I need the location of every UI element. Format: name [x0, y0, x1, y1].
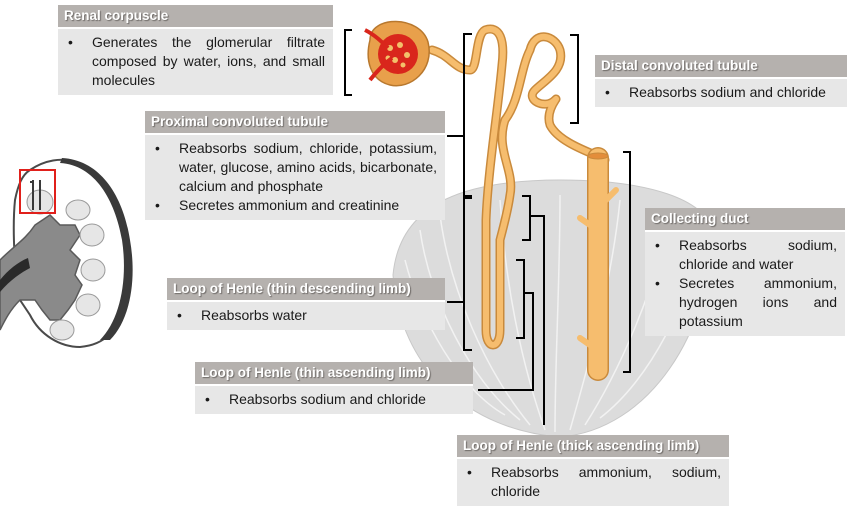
bracket-thin-descending	[447, 195, 472, 351]
renal-corpuscle-illustration	[364, 20, 430, 87]
bracket-thick-ascending	[522, 195, 545, 425]
label-title: Proximal convoluted tubule	[145, 111, 445, 135]
label-bullet: Secretes ammonium and creatinine	[153, 196, 437, 215]
label-bullet: Reabsorbs sodium and chloride	[603, 83, 839, 102]
bracket-distal-tubule	[570, 34, 579, 124]
brackets	[344, 29, 631, 425]
bracket-proximal-tubule	[447, 33, 472, 199]
label-title: Distal convoluted tubule	[595, 55, 847, 79]
label-bullet: Reabsorbs sodium, chloride and water	[653, 236, 837, 274]
label-bullet: Reabsorbs ammonium, sodium, chloride	[465, 463, 721, 501]
label-bullet: Reabsorbs sodium, chloride, potassium, w…	[153, 139, 437, 196]
nephron-tubules	[427, 24, 619, 381]
label-renal-corpuscle: Renal corpuscle Generates the glomerular…	[58, 5, 333, 95]
label-bullet: Reabsorbs water	[175, 306, 437, 325]
label-title: Renal corpuscle	[58, 5, 333, 29]
label-bullet: Reabsorbs sodium and chloride	[203, 390, 465, 409]
label-title: Loop of Henle (thin descending limb)	[167, 278, 445, 302]
label-title: Collecting duct	[645, 208, 845, 232]
label-title: Loop of Henle (thick ascending limb)	[457, 435, 729, 459]
label-loop-thin-descending: Loop of Henle (thin descending limb) Rea…	[167, 278, 445, 330]
label-collecting-duct: Collecting duct Reabsorbs sodium, chlori…	[645, 208, 845, 336]
label-loop-thin-ascending: Loop of Henle (thin ascending limb) Reab…	[195, 362, 473, 414]
label-title: Loop of Henle (thin ascending limb)	[195, 362, 473, 386]
bracket-collecting-duct	[623, 151, 631, 373]
label-bullet: Generates the glomerular filtrate compos…	[66, 33, 325, 90]
kidney-illustration	[0, 158, 133, 349]
bracket-thin-ascending	[478, 259, 534, 391]
kidney-highlight-box	[19, 169, 56, 214]
label-bullet: Secretes ammonium, hydrogen ions and pot…	[653, 274, 837, 331]
label-proximal-convoluted-tubule: Proximal convoluted tubule Reabsorbs sod…	[145, 111, 445, 220]
label-loop-thick-ascending: Loop of Henle (thick ascending limb) Rea…	[457, 435, 729, 506]
bracket-renal-corpuscle	[344, 29, 352, 96]
label-distal-convoluted-tubule: Distal convoluted tubule Reabsorbs sodiu…	[595, 55, 847, 107]
